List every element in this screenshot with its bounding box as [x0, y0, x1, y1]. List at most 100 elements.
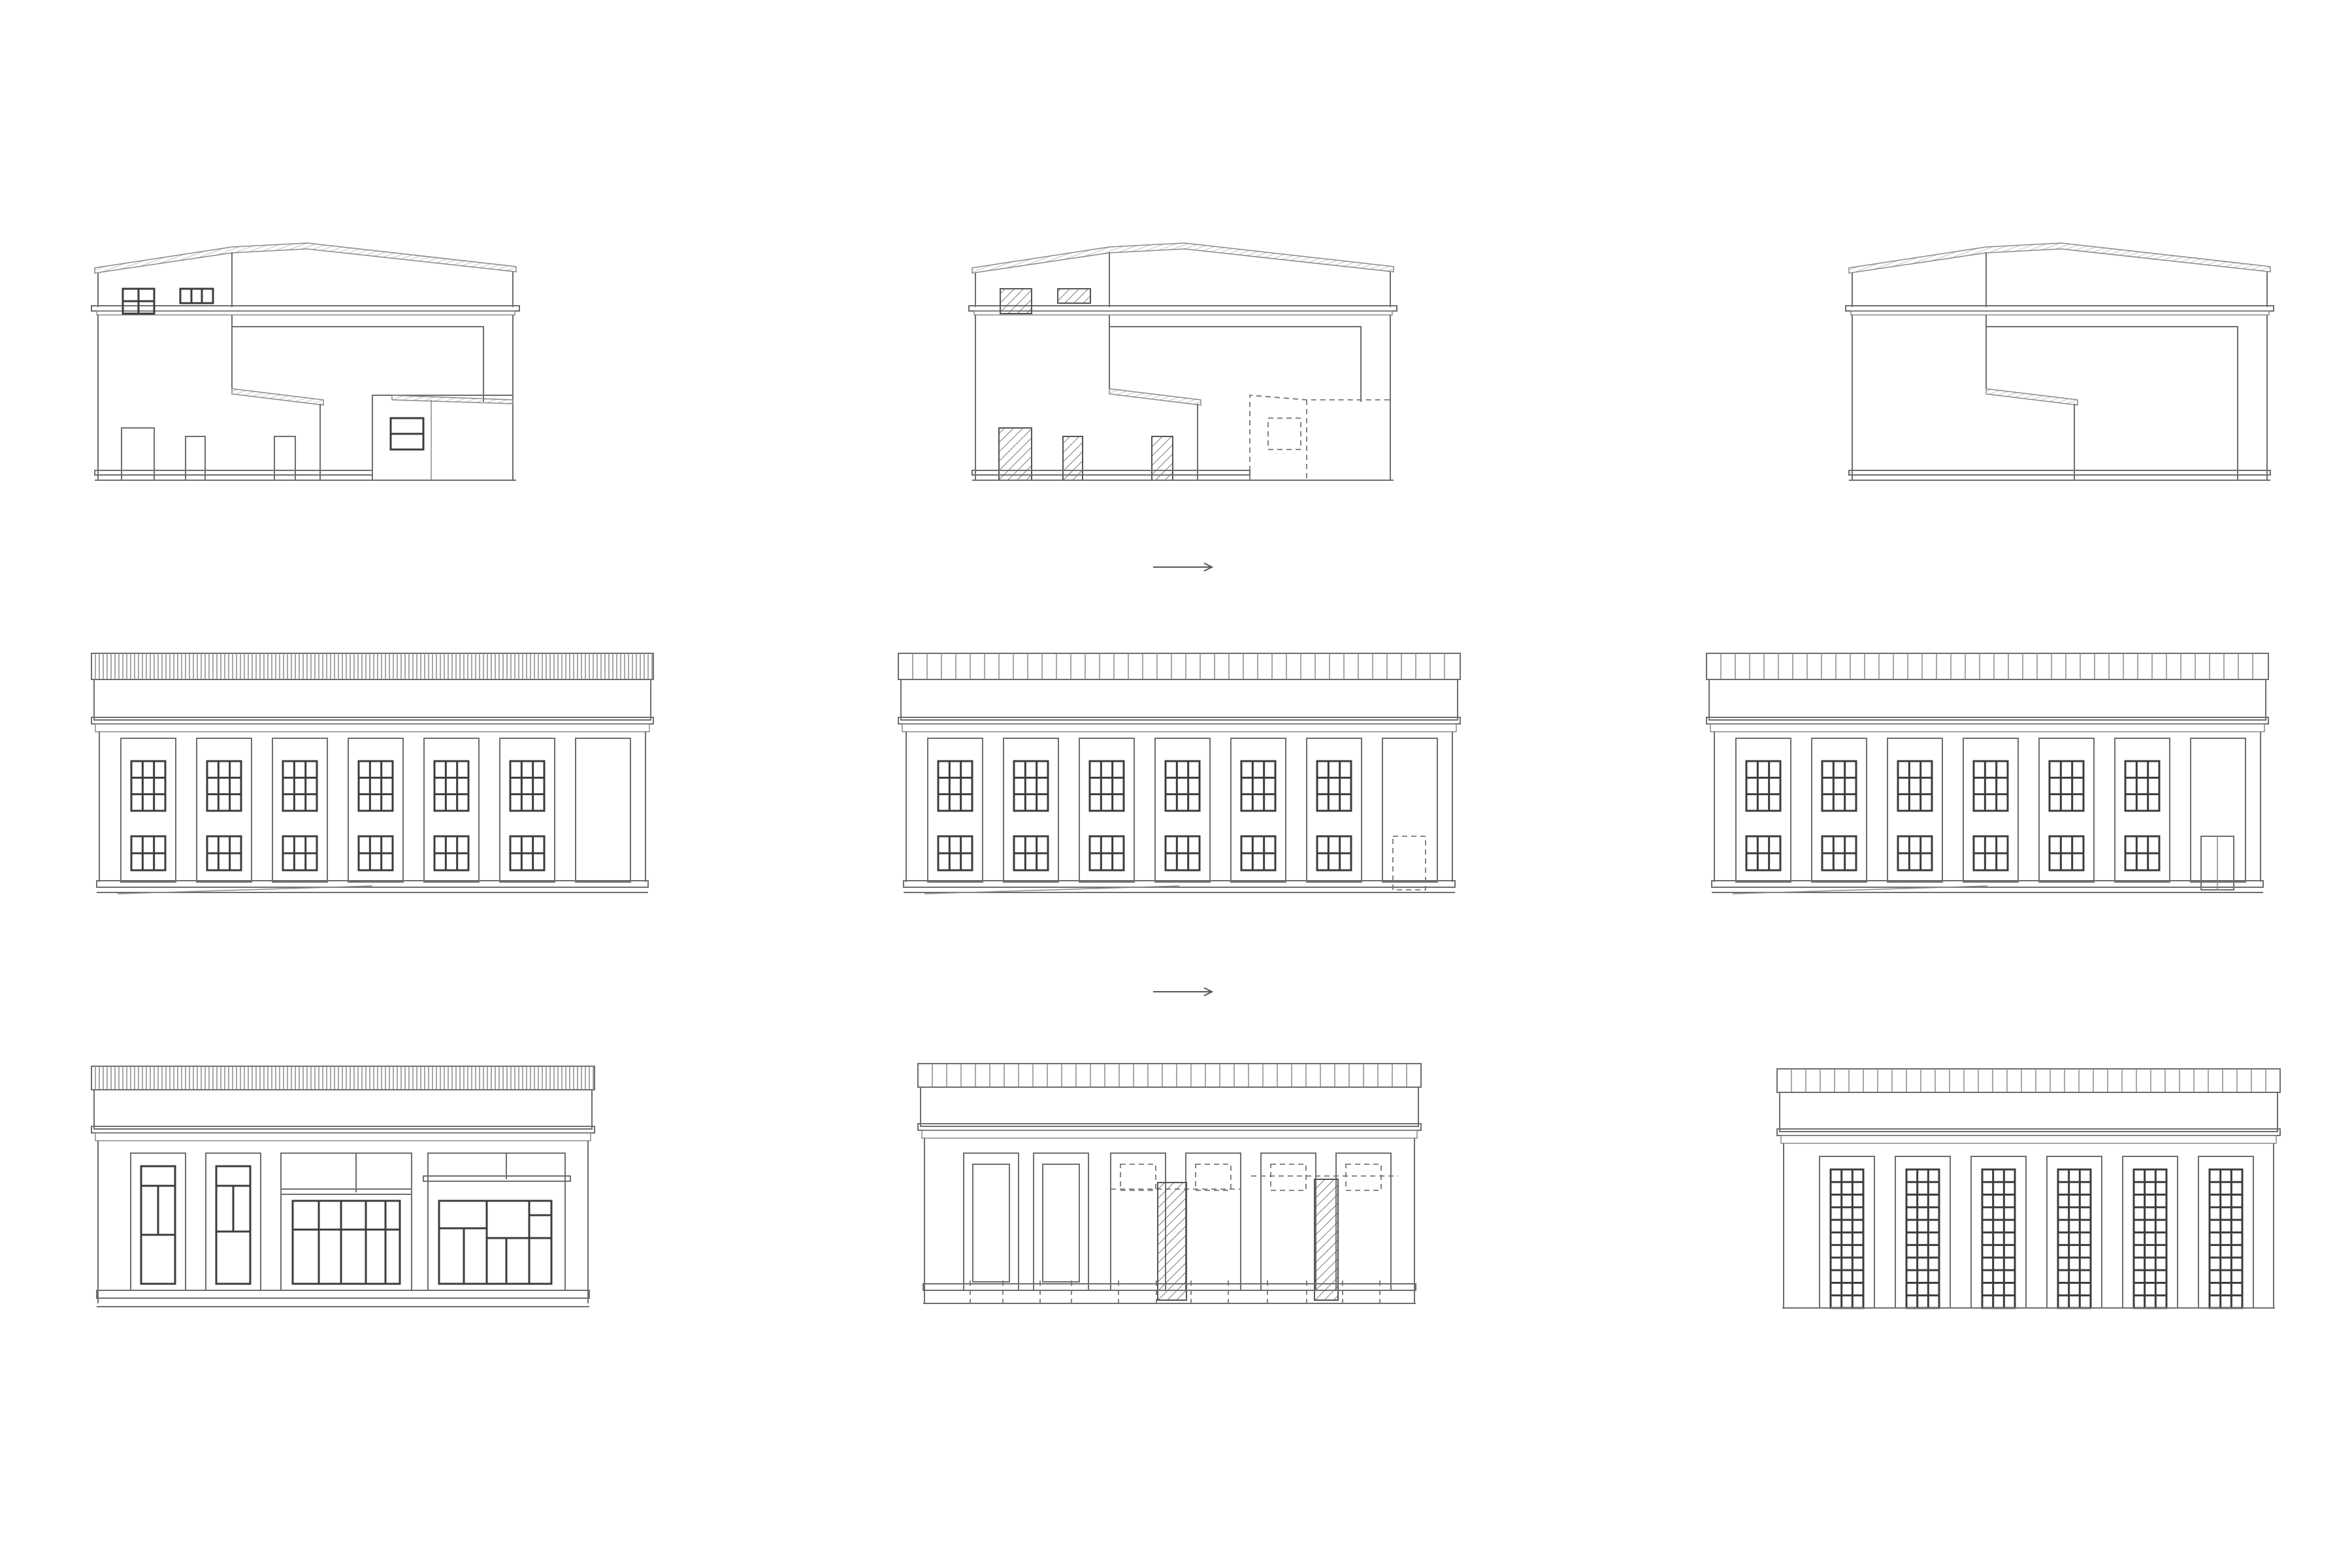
upper-window — [206, 760, 242, 812]
window-bay — [1154, 738, 1211, 883]
upper-window — [1013, 760, 1049, 812]
window-frame — [937, 760, 973, 812]
window-frame — [1897, 760, 1933, 812]
tall-window — [2132, 1168, 2168, 1309]
demolished-pier — [1314, 1179, 1339, 1301]
lower-window — [2124, 835, 2161, 872]
cornice-lower — [95, 723, 650, 732]
cornice-lower — [1710, 723, 2265, 732]
window-bay — [1003, 738, 1059, 883]
lower-window — [1745, 835, 1782, 872]
new-door-opening — [1392, 836, 1426, 890]
removed-sign — [1195, 1164, 1232, 1191]
short-elevation-proposed — [1776, 1068, 2281, 1309]
frieze — [900, 679, 1458, 721]
frieze — [920, 1086, 1419, 1127]
lower-window — [1316, 835, 1352, 872]
frieze — [93, 1089, 593, 1130]
upper-window — [1897, 760, 1933, 812]
long-elevation-demolition — [898, 653, 1461, 894]
window-frame — [2208, 1168, 2244, 1309]
lower-window — [2048, 835, 2085, 872]
lower-window — [1013, 835, 1049, 872]
demolished-pier — [1157, 1182, 1187, 1301]
parapet-panels — [1706, 653, 2269, 680]
parapet-band — [898, 653, 1461, 680]
shopfront-frame — [438, 1200, 553, 1285]
window-frame — [2057, 1168, 2092, 1309]
window-frame — [1745, 760, 1782, 812]
window-frame — [2124, 760, 2161, 812]
window-bay — [1735, 738, 1791, 883]
arrow-head-right-icon — [1203, 563, 1214, 572]
side-elevation-proposed — [1845, 242, 2274, 481]
window-frame — [509, 760, 546, 812]
window-frame — [1240, 760, 1277, 812]
window-bay — [1033, 1152, 1089, 1291]
window-frame — [215, 1165, 252, 1285]
plinth — [96, 880, 649, 888]
upper-window — [357, 760, 394, 812]
window-frame — [1821, 760, 1857, 812]
window-frame — [1088, 760, 1125, 812]
frieze — [1779, 1092, 2278, 1132]
parapet-band — [1776, 1068, 2281, 1093]
grade-slope — [924, 885, 1180, 894]
upper-window — [937, 760, 973, 812]
frieze — [1708, 679, 2266, 721]
upper-window — [1164, 760, 1201, 812]
upper-window — [2048, 760, 2085, 812]
short-elevation-demolition — [917, 1063, 1422, 1304]
upper-window — [1745, 760, 1782, 812]
window-bay — [1887, 738, 1943, 883]
window-frame — [206, 760, 242, 812]
long-elevation-row — [91, 653, 2269, 894]
upper-window — [1821, 760, 1857, 812]
long-elevation-existing — [91, 653, 654, 894]
door-bay — [2190, 738, 2246, 883]
lower-window — [1240, 835, 1277, 872]
upper-window — [1088, 760, 1125, 812]
window-bay — [348, 738, 404, 883]
window-bay — [1335, 1152, 1392, 1291]
arrow-head-right-icon — [1203, 987, 1214, 996]
canopy — [423, 1175, 571, 1182]
plinth — [903, 880, 1456, 888]
tall-window — [1981, 1168, 2016, 1309]
tall-window — [1905, 1168, 1940, 1309]
cornice-lower — [95, 1132, 591, 1141]
window-frame — [433, 760, 470, 812]
parapet-band — [1706, 653, 2269, 680]
upper-window — [433, 760, 470, 812]
lower-window — [1972, 835, 2009, 872]
plinth — [1711, 880, 2264, 888]
fascia — [280, 1188, 412, 1195]
tall-window — [2057, 1168, 2092, 1309]
shopfront-bay — [427, 1152, 566, 1291]
removed-sign — [1270, 1164, 1307, 1191]
window-bay — [1230, 738, 1286, 883]
short-elevation-existing — [91, 1066, 595, 1307]
window-frame — [357, 760, 394, 812]
frieze — [93, 679, 651, 721]
plinth — [96, 1290, 590, 1299]
upper-window — [130, 760, 167, 812]
window-frame — [140, 1165, 176, 1285]
door-bay — [575, 738, 631, 883]
lower-window — [1897, 835, 1933, 872]
short-elevation-row — [91, 1063, 2281, 1309]
upper-window — [1972, 760, 2009, 812]
upper-window — [282, 760, 318, 812]
parapet-panels — [917, 1063, 1422, 1088]
window-bay — [1811, 738, 1867, 883]
parapet-panels — [898, 653, 1461, 680]
window-frame — [1316, 760, 1352, 812]
parapet-panels — [1776, 1068, 2281, 1093]
window-frame — [2048, 760, 2085, 812]
lower-window — [1821, 835, 1857, 872]
window-bay — [1079, 738, 1135, 883]
window-bay — [963, 1152, 1019, 1291]
lower-window — [282, 835, 318, 872]
window-bay — [196, 738, 252, 883]
